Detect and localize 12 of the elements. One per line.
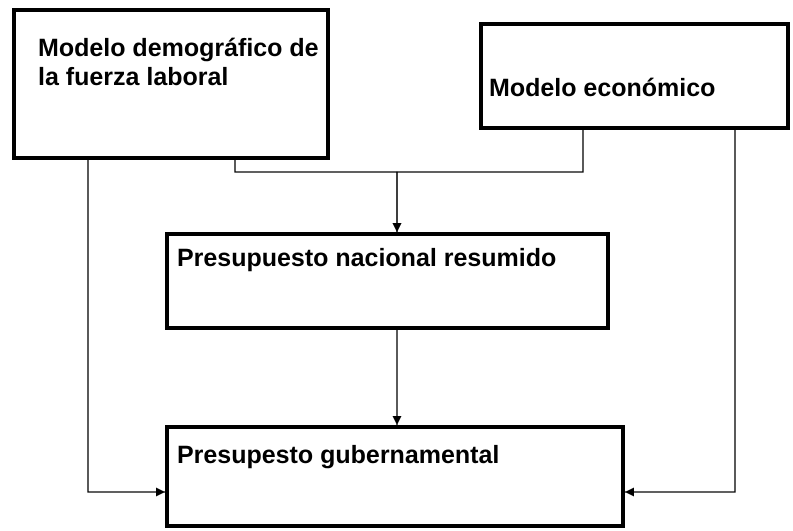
process-box xyxy=(479,22,790,130)
arrow xyxy=(392,330,402,425)
box-label: Modelo económico xyxy=(489,74,716,103)
arrow xyxy=(87,160,165,496)
box-label: Modelo demográfico de la fuerza laboral xyxy=(38,34,320,92)
box-label: Presupesto gubernamental xyxy=(177,441,500,470)
process-box xyxy=(12,8,330,160)
box-label: Presupuesto nacional resumido xyxy=(177,244,558,273)
arrow xyxy=(625,130,736,496)
arrow xyxy=(392,130,584,232)
process-box xyxy=(165,425,625,528)
process-box xyxy=(165,232,610,330)
